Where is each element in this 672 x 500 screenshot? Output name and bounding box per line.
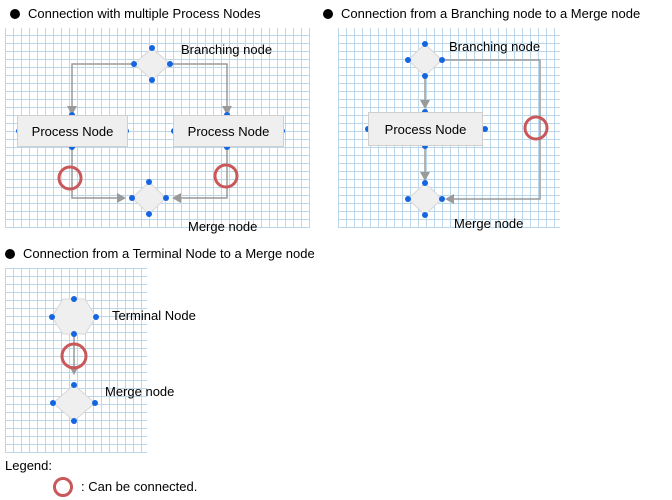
port-dot-icon [482, 126, 488, 132]
port-dot-icon [49, 314, 55, 320]
diagram-panel-terminal-to-merge: Terminal Node Merge node [5, 268, 196, 453]
diagram-panel-multi: Process Node Process Node Branching node… [5, 28, 310, 234]
arrow-right-icon [117, 193, 126, 203]
connectable-ring-icon [523, 115, 549, 141]
connectable-ring-icon [213, 163, 239, 189]
process-node-label: Process Node [384, 121, 467, 137]
arrow-down-icon [420, 100, 430, 109]
merge-node-label: Merge node [188, 219, 258, 234]
connectable-ring-icon [57, 165, 83, 191]
port-dot-icon [71, 382, 77, 388]
diagram-canvas-branch-to-merge [365, 41, 549, 218]
arrow-left-icon [445, 194, 454, 204]
section-heading-multi-text: Connection with multiple Process Nodes [28, 6, 261, 21]
diagram-canvas-terminal-to-merge [49, 296, 99, 424]
port-dot-icon [146, 179, 152, 185]
section-heading-terminal-to-merge-text: Connection from a Terminal Node to a Mer… [23, 246, 315, 261]
branching-node-label: Branching node [449, 39, 541, 54]
port-dot-icon [422, 41, 428, 47]
process-node-left-label: Process Node [31, 123, 114, 139]
port-dot-icon [149, 45, 155, 51]
port-dot-icon [92, 400, 98, 406]
port-dot-icon [129, 195, 135, 201]
port-dot-icon [71, 296, 77, 302]
port-dot-icon [131, 61, 137, 67]
section-heading-multi: Connection with multiple Process Nodes [10, 6, 261, 21]
bullet-icon [10, 8, 20, 19]
connector-line [71, 147, 117, 199]
merge-node-shape [131, 181, 167, 215]
arrow-left-icon [172, 193, 181, 203]
diagram-panel-branch-to-merge: Process Node Branching node Merge node [338, 28, 560, 231]
merge-node-shape [52, 384, 96, 422]
arrow-down-icon [222, 106, 232, 115]
branching-node-shape [407, 43, 443, 77]
merge-node-label: Merge node [105, 384, 175, 399]
port-dot-icon [149, 77, 155, 83]
port-dot-icon [405, 57, 411, 63]
port-dot-icon [422, 212, 428, 218]
port-dot-icon [439, 57, 445, 63]
connectable-ring-icon [53, 477, 73, 497]
arrow-down-icon [67, 106, 77, 115]
port-dot-icon [167, 61, 173, 67]
connector-line [170, 63, 228, 106]
process-node-right-label: Process Node [187, 123, 270, 139]
terminal-node-label: Terminal Node [112, 308, 196, 323]
port-dot-icon [439, 196, 445, 202]
port-dot-icon [422, 180, 428, 186]
port-dot-icon [50, 400, 56, 406]
section-heading-terminal-to-merge: Connection from a Terminal Node to a Mer… [5, 246, 315, 261]
port-dot-icon [163, 195, 169, 201]
arrow-down-icon [420, 172, 430, 181]
merge-node-shape [407, 182, 443, 216]
bullet-icon [323, 8, 333, 19]
terminal-node-shape [51, 298, 97, 335]
port-dot-icon [422, 73, 428, 79]
connector-line [181, 147, 228, 199]
process-node[interactable]: Process Node [368, 112, 483, 146]
section-heading-branch-to-merge: Connection from a Branching node to a Me… [323, 6, 640, 21]
branching-node-shape [133, 47, 171, 81]
port-dot-icon [146, 211, 152, 217]
branching-node-label: Branching node [181, 42, 273, 57]
connector-line [442, 59, 541, 200]
merge-node-label: Merge node [454, 216, 524, 231]
section-heading-branch-to-merge-text: Connection from a Branching node to a Me… [341, 6, 641, 21]
port-dot-icon [405, 196, 411, 202]
legend-connectable-text: : Can be connected. [81, 479, 198, 494]
legend-title: Legend: [5, 458, 52, 473]
process-node-right[interactable]: Process Node [173, 115, 284, 147]
process-node-left[interactable]: Process Node [17, 115, 128, 147]
port-dot-icon [71, 331, 77, 337]
connector-line [71, 63, 134, 106]
bullet-icon [5, 248, 15, 259]
connectable-ring-icon [60, 342, 88, 370]
port-dot-icon [93, 314, 99, 320]
port-dot-icon [71, 418, 77, 424]
